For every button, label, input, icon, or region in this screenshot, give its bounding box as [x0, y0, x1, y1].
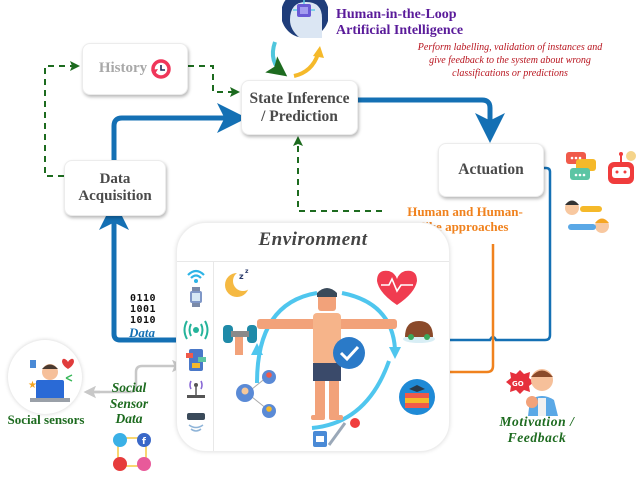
arrow-acquisition-to-state [111, 103, 247, 160]
social-sensors-label: Social sensors [7, 412, 85, 427]
environment-panel: Environment [176, 222, 450, 452]
arrow-state-to-actuation [356, 97, 505, 143]
dashed-human-to-state [293, 136, 382, 212]
health-scene: z z [223, 268, 435, 447]
dashed-acquisition-to-history [44, 61, 80, 177]
actuation-node[interactable]: Actuation [438, 143, 544, 197]
history-node[interactable]: History [82, 43, 188, 95]
dashed-history-to-state [188, 65, 240, 97]
data-label: Data [129, 325, 155, 340]
human-approaches-line2: like approaches [421, 218, 509, 234]
sleep-moon-icon: z z [225, 268, 253, 297]
beacon-icon [183, 320, 209, 340]
svg-text:z: z [239, 272, 244, 281]
ssd-line3: Data [115, 411, 143, 427]
arrow-social-sensors [90, 359, 185, 394]
sensor-column [183, 269, 209, 432]
checkmark-icon [333, 337, 365, 369]
ai-brain-icon [281, 0, 329, 40]
history-label: History [98, 60, 148, 77]
twitter-icon [113, 433, 127, 447]
motivation-line1: Motivation / [499, 414, 575, 429]
state-inference-node[interactable]: State Inference / Prediction [241, 80, 358, 135]
state-label-line2: / Prediction [261, 107, 338, 125]
binary-data-icon: 0110 1001 1010 [130, 293, 157, 326]
medication-icon [313, 418, 360, 447]
acquisition-label-line2: Acquisition [78, 188, 152, 204]
arrow-human-to-env [391, 244, 495, 379]
social-network-icon [236, 370, 276, 418]
human-approaches-line1: Human and Human- [407, 204, 523, 219]
svg-text:★: ★ [28, 380, 37, 391]
hitl-loop-arrow-yellow [293, 53, 320, 78]
environment-title: Environment [258, 229, 368, 250]
svg-text:z: z [245, 268, 249, 275]
acquisition-label-line1: Data [99, 170, 131, 187]
ssd-line1: Social [111, 380, 147, 395]
heart-rate-icon [377, 270, 417, 305]
actuation-label: Actuation [458, 161, 524, 179]
state-label-line1: State Inference [249, 89, 350, 107]
hitl-desc-line1: Perform labelling, validation of instanc… [417, 42, 603, 53]
chatbot-icons [562, 150, 640, 240]
instagram-icon [137, 457, 151, 471]
education-icon [399, 379, 435, 415]
wireless-device-icon [187, 413, 205, 432]
ssd-line2: Sensor [109, 395, 149, 411]
motivation-icon: GO [506, 360, 566, 416]
social-media-icons: f [112, 432, 152, 472]
hitl-desc-line2: give feedback to the system about wrong [429, 55, 591, 66]
hitl-title-line2: Artificial Intelligence [336, 23, 464, 39]
data-acquisition-node[interactable]: Data Acquisition [64, 160, 166, 216]
smartphone-apps-icon [186, 349, 206, 371]
motivation-line2: Feedback [507, 429, 567, 445]
hitl-title-line1: Human-in-the-Loop [336, 7, 457, 22]
dumbbell-icon [223, 325, 257, 355]
human-body-icon [257, 288, 397, 420]
hitl-desc-line3: classifications or predictions [452, 68, 568, 79]
youtube-icon [113, 457, 127, 471]
wifi-icon [187, 269, 205, 283]
router-icon [187, 380, 205, 398]
social-sensors-icon: ★ [8, 340, 82, 414]
svg-text:f: f [142, 437, 146, 447]
svg-text:GO: GO [512, 380, 524, 388]
smartwatch-icon [190, 287, 202, 307]
arrow-env-to-acquisition [99, 200, 176, 343]
history-clock-icon [151, 59, 171, 79]
hitl-loop-arrow-cyan [265, 41, 288, 77]
food-icon [403, 321, 435, 343]
facebook-icon [137, 433, 151, 447]
